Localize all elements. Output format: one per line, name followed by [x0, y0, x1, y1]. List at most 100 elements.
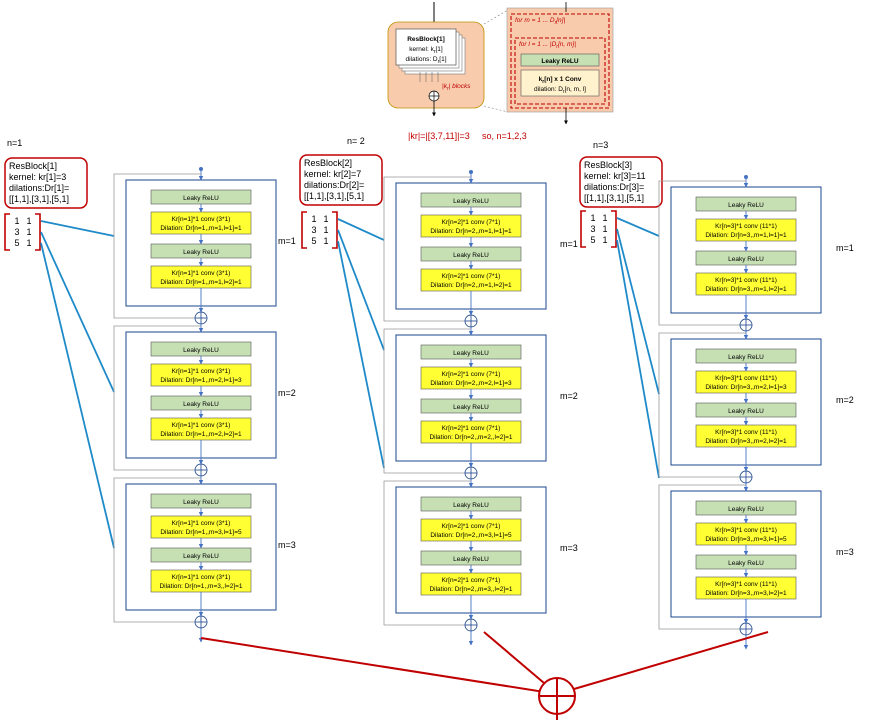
- resblock-card-title: ResBlock[1]: [407, 36, 445, 43]
- matrix-connector: [337, 229, 385, 351]
- leaky-relu-label: Leaky ReLU: [183, 401, 219, 408]
- resblock-box: [579, 156, 663, 208]
- n-label: n=1: [7, 138, 22, 148]
- conv-layer-label: Dilation: Dr[n=2,,m=3,l=1]=5: [430, 532, 512, 539]
- m-label: m=3: [560, 543, 578, 553]
- resblock-box: [4, 157, 88, 209]
- sum-icon: [194, 463, 208, 477]
- m-label: m=2: [560, 391, 578, 401]
- conv-layer-label: Kr[n=2]*1 conv (7*1): [442, 425, 501, 432]
- residual-block-m1: Leaky ReLU Kr[n=3]*1 conv (11*1) Dilation:…: [658, 180, 854, 340]
- final-sum-connector: [200, 637, 558, 695]
- sum-icon: [739, 622, 753, 636]
- blocks-count-label: |kr| blocks: [442, 83, 471, 92]
- conv-layer-label: Kr[n=3]*1 conv (11*1): [715, 277, 777, 284]
- resblock-box-line: dilations:Dr[3]=: [584, 182, 644, 192]
- leaky-relu-label: Leaky ReLU: [453, 404, 489, 411]
- conv-layer-label: Kr[n=3]*1 conv (11*1): [715, 223, 777, 230]
- matrix-connector: [616, 239, 660, 479]
- skip-connection: [113, 325, 201, 471]
- sum-icon: [194, 615, 208, 629]
- conv-layer-label: Kr[n=2]*1 conv (7*1): [442, 577, 501, 584]
- conv-layer-label: Dilation: Dr[n=2,,m=2,l=1]=3: [430, 380, 512, 387]
- resblock-box-line: ResBlock[1]: [9, 161, 57, 171]
- leaky-relu-label: Leaky ReLU: [728, 202, 764, 209]
- conv-layer-label: Dilation: Dr[n=2,,m=2,,l=2]=1: [429, 434, 512, 441]
- skip-connection: [658, 332, 746, 478]
- conv-layer-label: Kr[n=2]*1 conv (7*1): [442, 219, 501, 226]
- conv-layer-label: Kr[n=2]*1 conv (7*1): [442, 523, 501, 530]
- m-label: m=3: [836, 547, 854, 557]
- top-conv-label: kr[n] x 1 Conv: [539, 76, 582, 85]
- resblock-card-dilations: dilations: Dr[1]: [405, 56, 446, 65]
- conv-layer-label: Dilation: Dr[n=2,,m=1,l=1]=1: [430, 228, 512, 235]
- matrix-cell: 1: [26, 227, 31, 237]
- resblock-box-line: kernel: kr[2]=7: [304, 169, 361, 179]
- kr-length-label: |kr|=|[3,7,11]|=3: [408, 131, 470, 141]
- leaky-relu-label: Leaky ReLU: [183, 499, 219, 506]
- leaky-relu-label: Leaky ReLU: [183, 249, 219, 256]
- matrix-cell: 5: [14, 238, 19, 248]
- leaky-relu-label: Leaky ReLU: [183, 347, 219, 354]
- resblock-box-line: ResBlock[3]: [584, 160, 632, 170]
- leaky-relu-label: Leaky ReLU: [183, 553, 219, 560]
- skip-connection: [383, 328, 471, 474]
- skip-connection: [113, 173, 201, 319]
- matrix-connector: [40, 231, 115, 393]
- leaky-relu-label: Leaky ReLU: [728, 560, 764, 567]
- matrix-cell: 1: [311, 214, 316, 224]
- conv-layer-label: Kr[n=1]*1 conv (3*1): [172, 270, 231, 277]
- sum-icon: [464, 618, 478, 632]
- matrix-cell: 1: [26, 216, 31, 226]
- matrix-connector: [40, 220, 115, 237]
- skip-connection: [658, 180, 746, 326]
- m-label: m=1: [560, 239, 578, 249]
- outer-loop-box: [510, 13, 610, 109]
- resblock-box-line: dilations:Dr[2]=: [304, 180, 364, 190]
- sum-icon: [464, 314, 478, 328]
- matrix-cell: 3: [14, 227, 19, 237]
- matrix-cell: 1: [323, 214, 328, 224]
- matrix-cell: 1: [323, 225, 328, 235]
- leaky-relu-label: Leaky ReLU: [728, 354, 764, 361]
- conv-layer-label: Kr[n=1]*1 conv (3*1): [172, 574, 231, 581]
- conv-layer-label: Kr[n=3]*1 conv (11*1): [715, 527, 777, 534]
- conv-layer-label: Kr[n=1]*1 conv (3*1): [172, 216, 231, 223]
- resblock-card-kernel: kernel: kr[1]: [409, 46, 443, 55]
- conv-layer-label: Kr[n=1]*1 conv (3*1): [172, 422, 231, 429]
- m-label: m=1: [278, 236, 296, 246]
- matrix-cell: 1: [602, 224, 607, 234]
- inner-loop-box: [514, 37, 606, 105]
- residual-block-m2: Leaky ReLU Kr[n=2]*1 conv (7*1) Dilation: …: [383, 328, 578, 488]
- conv-layer-label: Kr[n=2]*1 conv (7*1): [442, 371, 501, 378]
- resblock-box-line: dilations:Dr[1]=: [9, 183, 69, 193]
- leaky-relu-label: Leaky ReLU: [453, 556, 489, 563]
- resblock-card: [395, 28, 457, 66]
- conv-layer-label: Dilation: Dr[n=3,,m=2,l=1]=3: [705, 384, 787, 391]
- leaky-relu-label: Leaky ReLU: [453, 252, 489, 259]
- conv-layer-label: Kr[n=1]*1 conv (3*1): [172, 368, 231, 375]
- matrix-connector: [337, 240, 385, 469]
- m-label: m=2: [278, 388, 296, 398]
- conv-layer-label: Dilation: Dr[n=3,,m=3,l=2]=1: [705, 590, 787, 597]
- resblock-box-line: ResBlock[2]: [304, 158, 352, 168]
- n-label: n=3: [593, 140, 608, 150]
- conv-layer-label: Dilation: Dr[n=3,,m=2,l=2]=1: [705, 438, 787, 445]
- conv-layer-label: Dilation: Dr[n=3,,m=1,l=1]=1: [705, 232, 787, 239]
- conv-layer-label: Dilation: Dr[n=2,,m=1,l=2]=1: [430, 282, 512, 289]
- residual-block-m3: Leaky ReLU Kr[n=2]*1 conv (7*1) Dilation: …: [383, 480, 578, 646]
- matrix-cell: 1: [26, 238, 31, 248]
- leaky-relu-label: Leaky ReLU: [453, 198, 489, 205]
- leaky-relu-label: Leaky ReLU: [183, 195, 219, 202]
- leaky-relu-label: Leaky ReLU: [728, 408, 764, 415]
- top-leaky-relu: [520, 53, 600, 67]
- resblock-box-line: kernel: kr[3]=11: [584, 171, 646, 181]
